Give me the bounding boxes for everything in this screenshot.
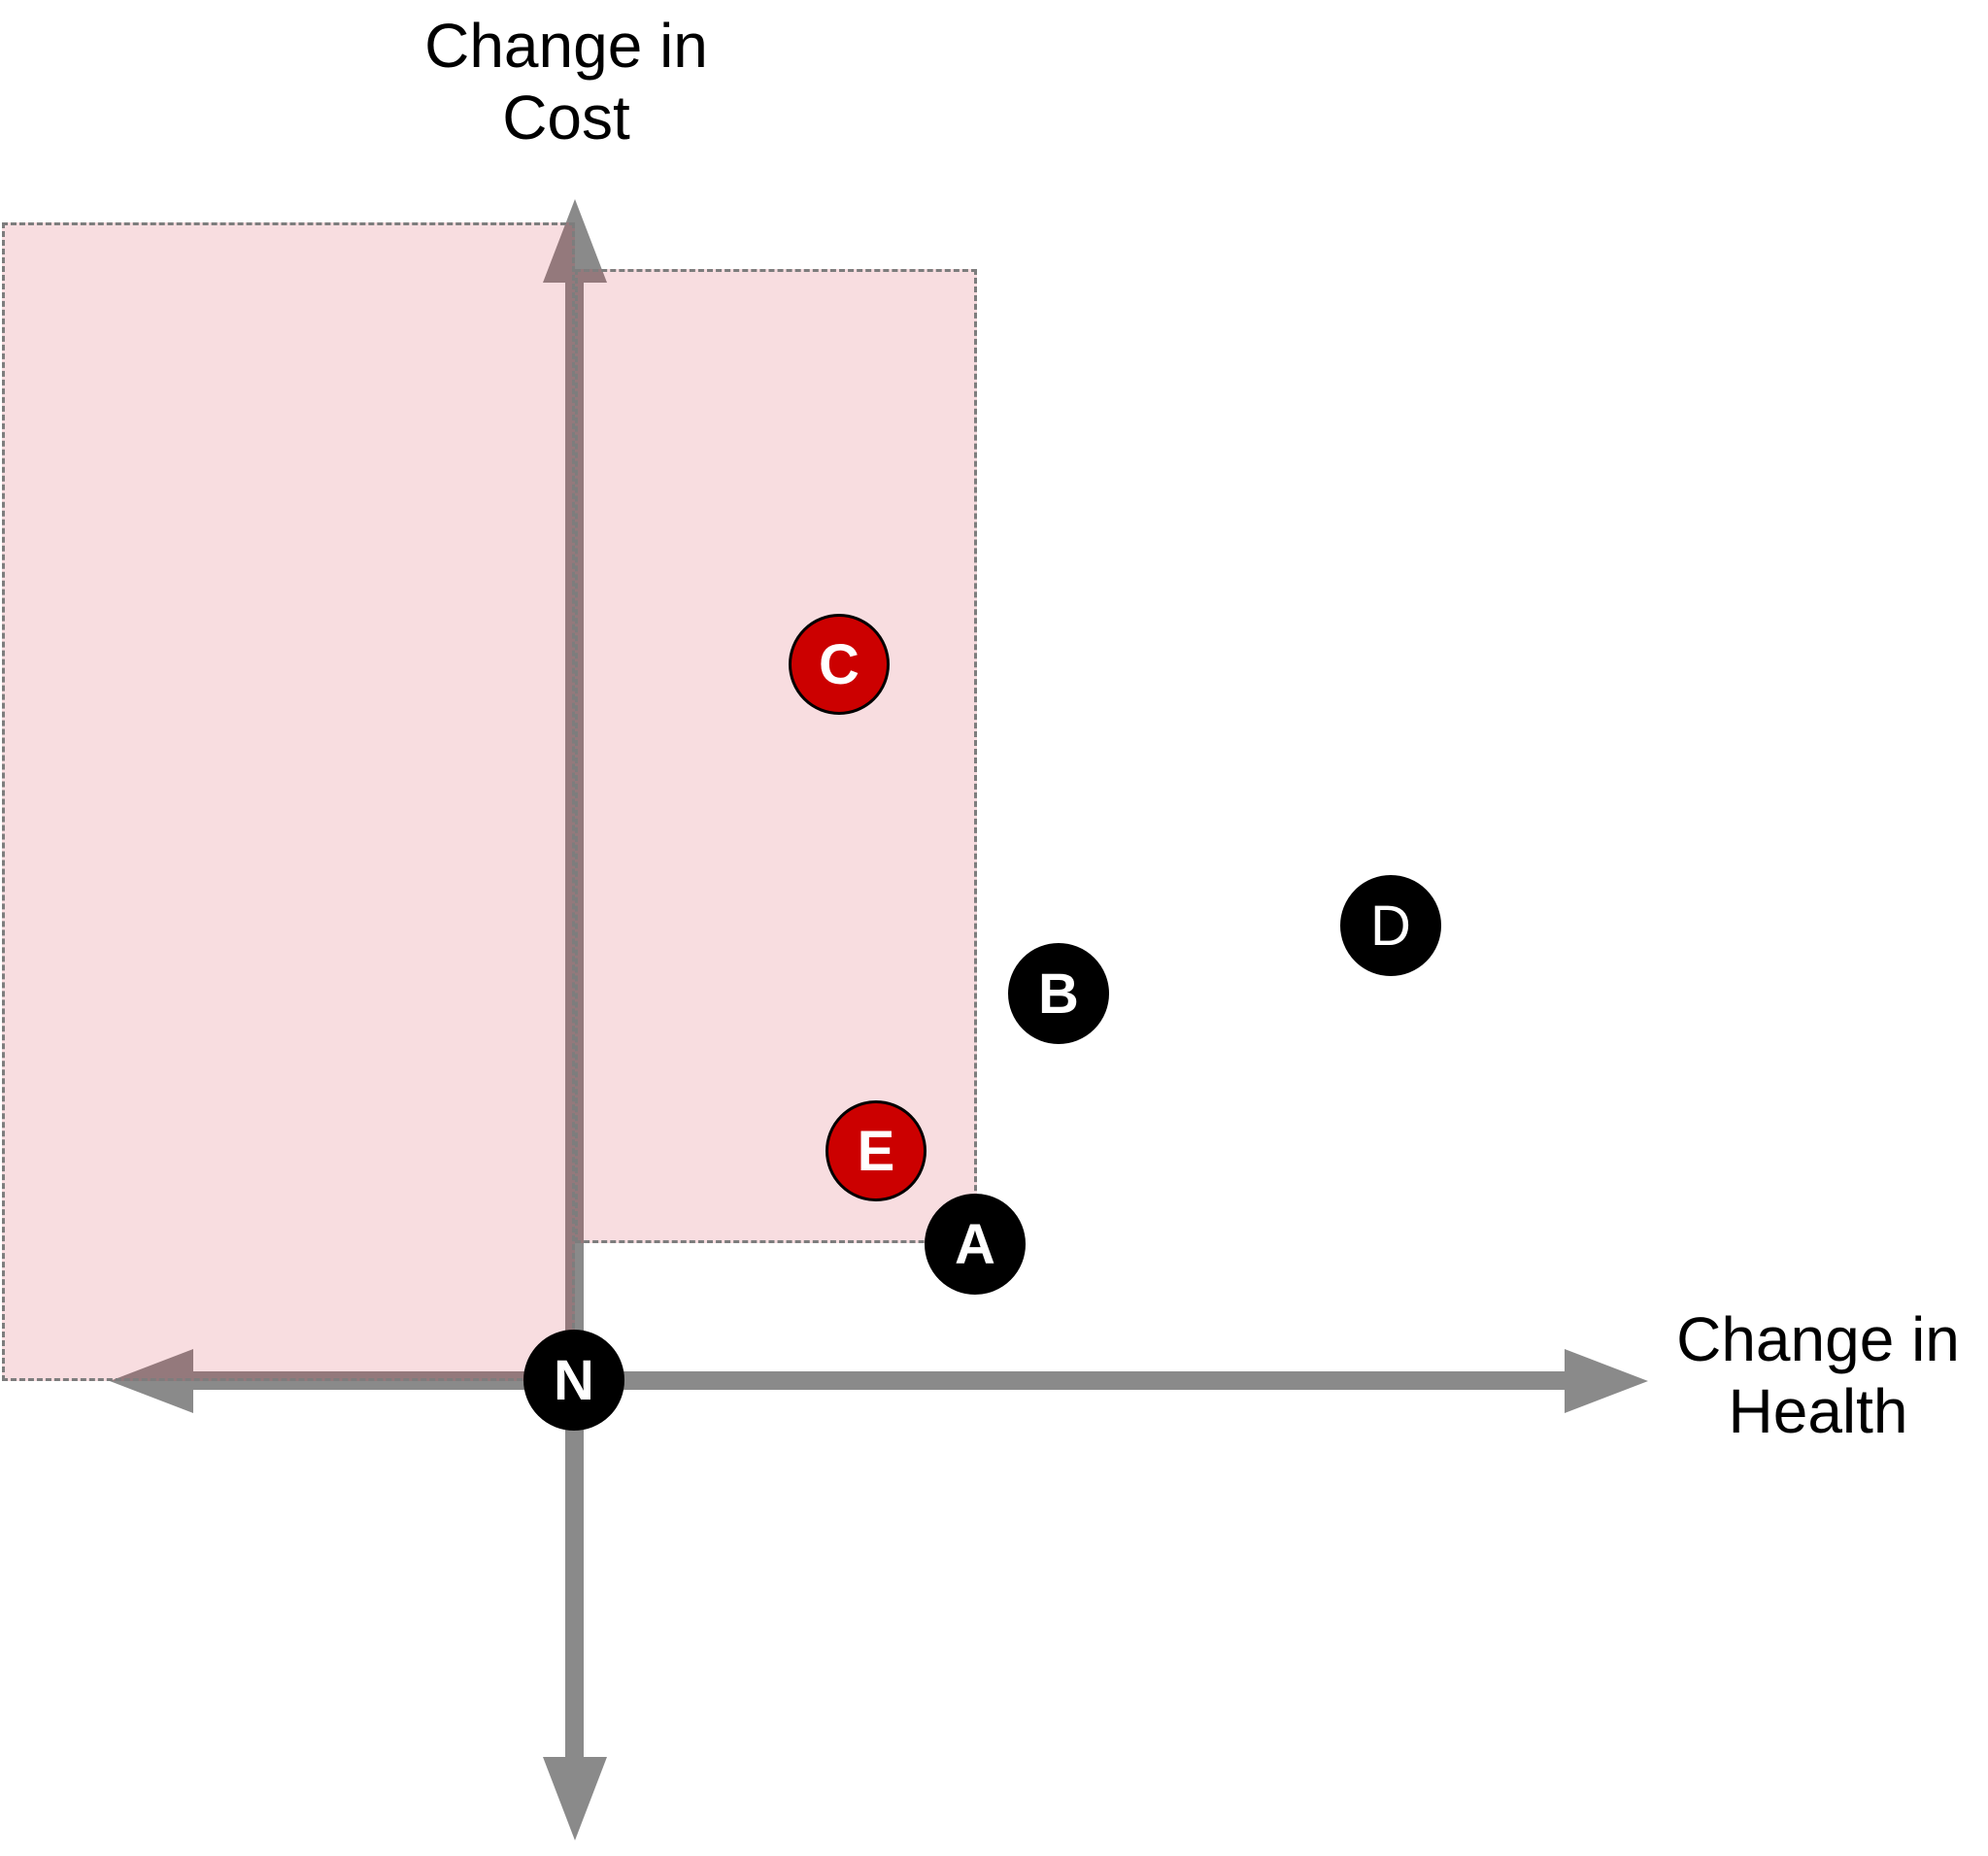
point-c-label: C: [819, 632, 859, 696]
y-axis-title-line2: Cost: [502, 83, 630, 152]
point-e-label: E: [857, 1119, 895, 1183]
point-a: A: [925, 1194, 1026, 1295]
point-c: C: [789, 614, 890, 715]
shaded-region-right-of-y-axis: [575, 269, 977, 1243]
point-d-label: D: [1370, 894, 1411, 958]
x-axis-title-line1: Change in: [1676, 1304, 1960, 1374]
x-axis-left-arrowhead-icon: [110, 1349, 193, 1413]
point-b-label: B: [1038, 962, 1079, 1026]
y-axis-up-arrowhead-icon: [543, 199, 607, 283]
point-n-origin: N: [523, 1330, 624, 1431]
x-axis-title: Change in Health: [1648, 1303, 1988, 1447]
y-axis-title: Change in Cost: [372, 10, 760, 153]
x-axis-title-line2: Health: [1728, 1376, 1908, 1446]
x-axis-right-arrowhead-icon: [1565, 1349, 1648, 1413]
point-n-label: N: [554, 1348, 594, 1412]
shaded-region-left-of-y-axis: [2, 222, 575, 1381]
point-a-label: A: [955, 1212, 995, 1276]
point-e: E: [826, 1100, 927, 1201]
point-d: D: [1340, 875, 1441, 976]
y-axis-down-arrowhead-icon: [543, 1757, 607, 1840]
point-b: B: [1008, 943, 1109, 1044]
y-axis-title-line1: Change in: [424, 11, 708, 81]
